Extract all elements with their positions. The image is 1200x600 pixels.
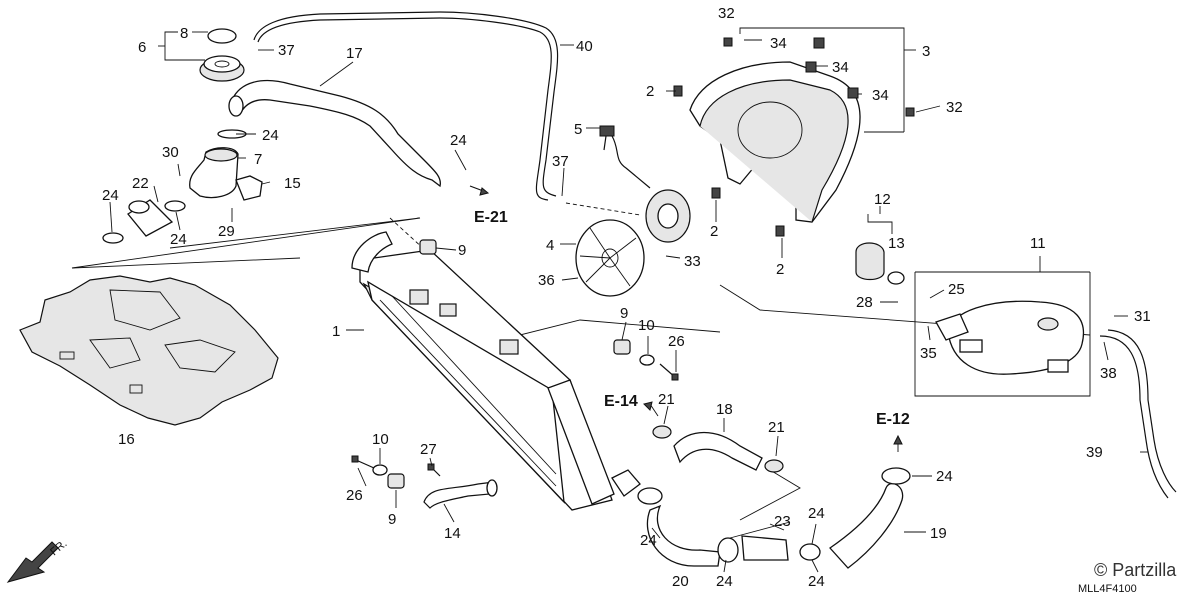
callout-32: 32 (946, 99, 963, 116)
callout-40: 40 (576, 38, 593, 55)
callout-14: 14 (444, 525, 461, 542)
reserve-tank-cap (855, 242, 905, 285)
callout-18: 18 (716, 401, 733, 418)
callout-2: 2 (646, 83, 654, 100)
heat-shield (19, 275, 279, 426)
watermark: © Partzilla (1094, 560, 1177, 580)
diagram-code: MLL4F4100 (1078, 583, 1137, 595)
overflow-hose (253, 11, 559, 201)
callout-7: 7 (254, 151, 262, 168)
callout-23: 23 (774, 513, 791, 530)
callout-15: 15 (284, 175, 301, 192)
callout-31: 31 (1134, 308, 1151, 325)
front-direction-arrow (6, 541, 59, 583)
thermostat-housing (189, 129, 263, 201)
callout-12: 12 (874, 191, 891, 208)
callout-24: 24 (808, 505, 825, 522)
coolant-pipe (423, 479, 498, 509)
callout-13: 13 (888, 235, 905, 252)
ref-e12: E-12 (876, 411, 910, 428)
bypass-hose (102, 199, 186, 244)
callout-2: 2 (776, 261, 784, 278)
callout-9: 9 (388, 511, 396, 528)
callout-35: 35 (920, 345, 937, 362)
callout-24: 24 (170, 231, 187, 248)
radiator (351, 231, 641, 511)
callout-27: 27 (420, 441, 437, 458)
callout-25: 25 (948, 281, 965, 298)
callout-3: 3 (922, 43, 930, 60)
callout-36: 36 (538, 272, 555, 289)
callout-17: 17 (346, 45, 363, 62)
radiator-cap (199, 28, 245, 82)
callout-24: 24 (450, 132, 467, 149)
callout-10: 10 (372, 431, 389, 448)
reserve-tank-hose (1099, 329, 1177, 499)
callout-6: 6 (138, 39, 146, 56)
callout-9: 9 (620, 305, 628, 322)
callout-37: 37 (278, 42, 295, 59)
callout-37: 37 (552, 153, 569, 170)
callout-24: 24 (262, 127, 279, 144)
callout-33: 33 (684, 253, 701, 270)
callout-26: 26 (346, 487, 363, 504)
ref-e14: E-14 (604, 393, 638, 410)
callout-10: 10 (638, 317, 655, 334)
callout-9: 9 (458, 242, 466, 259)
callout-4: 4 (546, 237, 554, 254)
hose-assemblies (637, 467, 911, 569)
callout-34: 34 (872, 87, 889, 104)
callout-32: 32 (718, 5, 735, 22)
grommets (387, 239, 631, 489)
callout-34: 34 (832, 59, 849, 76)
callout-20: 20 (672, 573, 689, 590)
callout-8: 8 (180, 25, 188, 42)
callout-39: 39 (1086, 444, 1103, 461)
callout-19: 19 (930, 525, 947, 542)
reserve-tank (935, 300, 1084, 375)
callout-24: 24 (936, 468, 953, 485)
callout-16: 16 (118, 431, 135, 448)
ref-e21: E-21 (474, 209, 508, 226)
upper-radiator-hose (228, 79, 442, 188)
callout-30: 30 (162, 144, 179, 161)
callout-26: 26 (668, 333, 685, 350)
callout-labels: 8 6 37 17 40 24 24 30 7 22 15 24 29 24 3… (102, 5, 1151, 590)
callout-29: 29 (218, 223, 235, 240)
callout-2: 2 (710, 223, 718, 240)
callout-24: 24 (640, 532, 657, 549)
leader-lines (109, 27, 1148, 573)
callout-34: 34 (770, 35, 787, 52)
section-references: E-21 E-14 E-12 (469, 185, 910, 445)
callout-24: 24 (808, 573, 825, 590)
callout-11: 11 (1030, 235, 1046, 252)
callout-1: 1 (332, 323, 340, 340)
clips-bolts-nuts (673, 37, 915, 237)
collars-and-bolts (351, 354, 679, 477)
callout-22: 22 (132, 175, 149, 192)
callout-24: 24 (102, 187, 119, 204)
callout-28: 28 (856, 294, 873, 311)
cooling-fan (575, 125, 691, 297)
lower-hose (652, 425, 784, 473)
callout-38: 38 (1100, 365, 1117, 382)
callout-24: 24 (716, 573, 733, 590)
callout-21: 21 (768, 419, 785, 436)
callout-21: 21 (658, 391, 675, 408)
callout-5: 5 (574, 121, 582, 138)
